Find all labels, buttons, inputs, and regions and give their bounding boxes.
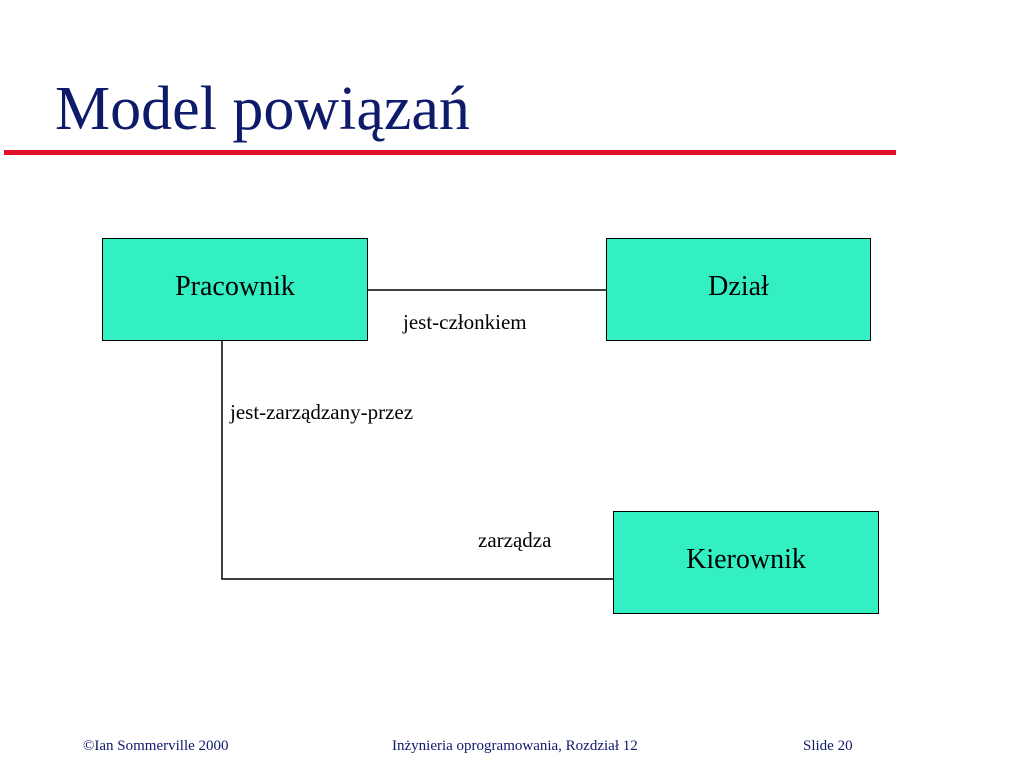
relation-label-managed-by: jest-zarządzany-przez xyxy=(230,400,414,424)
footer-course-title: Inżynieria oprogramowania, Rozdział 12 xyxy=(392,738,638,754)
relation-label-member: jest-członkiem xyxy=(403,310,527,334)
connector-pracownik-kierownik xyxy=(221,341,613,580)
entity-pracownik[interactable]: Pracownik xyxy=(102,238,368,341)
footer-copyright: ©Ian Sommerville 2000 xyxy=(83,738,229,754)
entity-dzial[interactable]: Dział xyxy=(606,238,871,341)
relation-label-manages: zarządza xyxy=(478,528,552,552)
footer-slide-number: Slide 20 xyxy=(803,738,853,754)
entity-dzial-label: Dział xyxy=(708,270,769,302)
entity-kierownik[interactable]: Kierownik xyxy=(613,511,879,614)
slide-title: Model powiązań xyxy=(55,75,470,143)
entity-kierownik-label: Kierownik xyxy=(686,543,806,575)
entity-pracownik-label: Pracownik xyxy=(175,270,295,302)
title-underline xyxy=(4,150,896,155)
